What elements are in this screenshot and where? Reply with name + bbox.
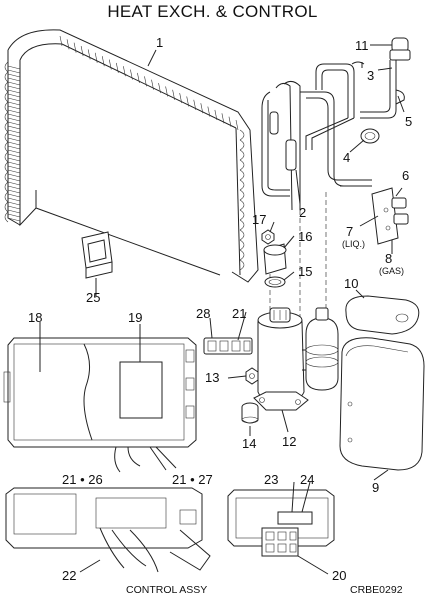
control-assy-left <box>5 487 211 573</box>
callout-21-27: 21 • 27 <box>172 472 213 487</box>
callout-6: 6 <box>402 168 409 183</box>
callout-18: 18 <box>28 310 42 325</box>
callout-19: 19 <box>128 310 142 325</box>
callout-labels: 1 2 3 4 5 6 7 (LIQ.) 8 (GAS) 9 10 11 12 … <box>28 35 412 583</box>
heat-exchanger-coil <box>4 29 259 283</box>
terminal-cover-parts <box>261 229 287 288</box>
control-assy-right <box>227 489 335 557</box>
callout-1: 1 <box>156 35 163 50</box>
soundproof-jacket <box>339 337 425 471</box>
callout-7-note: (LIQ.) <box>342 239 365 249</box>
callout-8: 8 <box>385 251 392 266</box>
service-valves <box>371 187 409 245</box>
callout-13: 13 <box>205 370 219 385</box>
callout-11: 11 <box>355 38 369 53</box>
callout-22: 22 <box>62 568 76 583</box>
insulation-pad <box>345 295 420 335</box>
callout-15: 15 <box>298 264 312 279</box>
terminal-block <box>203 337 253 355</box>
control-box <box>3 337 197 473</box>
refrigerant-piping <box>261 37 411 211</box>
callout-8-note: (GAS) <box>379 266 404 276</box>
diagram-title: HEAT EXCH. & CONTROL <box>107 2 318 21</box>
transformer <box>81 231 113 288</box>
callout-9: 9 <box>372 480 379 495</box>
mount-nut-and-grommet <box>241 367 259 424</box>
callout-24: 24 <box>300 472 314 487</box>
callout-28: 28 <box>196 306 210 321</box>
leader-lines <box>39 44 405 575</box>
callout-5: 5 <box>405 114 412 129</box>
callout-14: 14 <box>242 436 256 451</box>
compressor <box>253 307 339 411</box>
control-assy-caption: CONTROL ASSY <box>126 584 208 596</box>
callout-3: 3 <box>367 68 374 83</box>
callout-12: 12 <box>282 434 296 449</box>
callout-10: 10 <box>344 276 358 291</box>
callout-25: 25 <box>86 290 100 305</box>
callout-2: 2 <box>299 205 306 220</box>
callout-23: 23 <box>264 472 278 487</box>
callout-16: 16 <box>298 229 312 244</box>
callout-17: 17 <box>252 212 266 227</box>
callout-4: 4 <box>343 150 350 165</box>
callout-21-26: 21 • 26 <box>62 472 103 487</box>
callout-21: 21 <box>232 306 246 321</box>
callout-20: 20 <box>332 568 346 583</box>
drawing-code: CRBE0292 <box>350 584 403 596</box>
callout-7: 7 <box>346 224 353 239</box>
